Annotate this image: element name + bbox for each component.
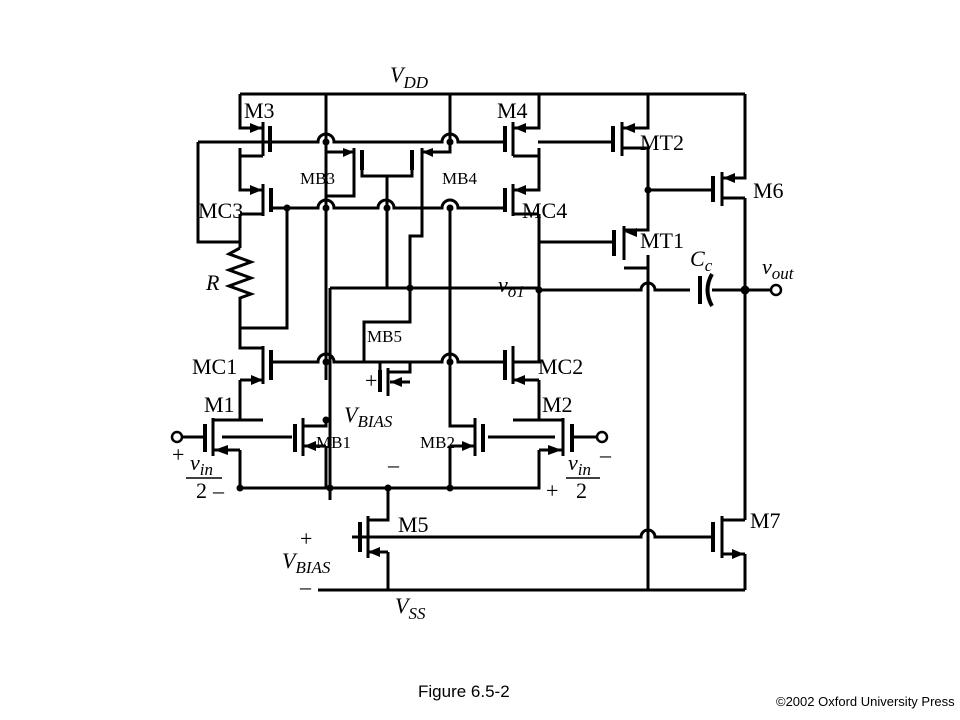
label-vbias-bottom-minus: – xyxy=(299,574,312,599)
label-vout: vout xyxy=(762,254,795,283)
vin-plus-terminal xyxy=(170,430,184,444)
label-m5: M5 xyxy=(398,512,429,537)
label-vin-right: vin xyxy=(568,450,591,479)
label-mt1: MT1 xyxy=(640,228,684,253)
label-vdd: VDD xyxy=(390,62,429,92)
label-vbias-bottom: VBIAS xyxy=(282,548,331,577)
transistor-mb1 xyxy=(293,418,326,456)
label-vss: VSS xyxy=(395,593,426,623)
label-vbias-bottom-plus: + xyxy=(300,526,312,551)
label-vbias-mid: VBIAS xyxy=(344,402,393,431)
label-mb1: MB1 xyxy=(316,433,351,452)
junction-dots xyxy=(236,138,750,492)
label-mt2: MT2 xyxy=(640,130,684,155)
label-mb3: MB3 xyxy=(300,169,335,188)
transistor-m5 xyxy=(358,516,380,558)
label-m3: M3 xyxy=(244,98,275,123)
transistor-m7 xyxy=(705,516,744,559)
transistors xyxy=(203,122,745,559)
label-mb4: MB4 xyxy=(442,169,477,188)
label-mb2: MB2 xyxy=(420,433,455,452)
transistor-mb5 xyxy=(378,362,412,396)
label-vbias-mid-minus: – xyxy=(387,452,400,477)
transistor-mc2 xyxy=(503,346,539,385)
transistor-mc3 xyxy=(240,184,273,216)
copyright-notice: ©2002 Oxford University Press xyxy=(776,694,955,709)
label-vo1: vo1 xyxy=(498,272,525,301)
transistor-m6 xyxy=(705,172,745,206)
label-m2: M2 xyxy=(542,392,573,417)
label-vin-left-minus: – xyxy=(212,478,225,503)
label-cc: Cc xyxy=(690,246,713,275)
label-vin-right-plus: + xyxy=(546,478,558,503)
vin-minus-terminal xyxy=(595,430,609,444)
transistor-mc1 xyxy=(240,346,273,385)
vout-terminal xyxy=(769,283,783,297)
label-mc1: MC1 xyxy=(192,354,237,379)
label-mc3: MC3 xyxy=(198,198,243,223)
label-m4: M4 xyxy=(497,98,528,123)
transistor-m1 xyxy=(203,418,240,456)
transistor-m4 xyxy=(503,122,539,158)
transistor-mt1 xyxy=(612,222,650,260)
figure-caption: Figure 6.5-2 xyxy=(418,682,510,701)
capacitor-cc xyxy=(698,273,714,307)
terminals xyxy=(170,283,783,444)
transistor-m2 xyxy=(539,418,574,456)
label-m1: M1 xyxy=(204,392,235,417)
transistor-mc4 xyxy=(503,184,539,216)
label-mc4: MC4 xyxy=(522,198,567,223)
label-vin-right-minus: – xyxy=(599,442,612,467)
label-vin-left-two: 2 xyxy=(196,478,207,503)
label-vin-right-two: 2 xyxy=(576,478,587,503)
transistor-mb4 xyxy=(410,148,433,180)
label-mc2: MC2 xyxy=(538,354,583,379)
label-mb5-plus: + xyxy=(365,368,377,393)
transistor-mt2 xyxy=(611,122,648,156)
transistor-mb2 xyxy=(450,418,485,456)
label-vin-left: vin xyxy=(190,450,213,479)
labels: VDD VSS M3 M4 MT2 M6 MB3 MB4 MC3 MC4 MT1… xyxy=(172,62,795,623)
transistor-m3 xyxy=(240,122,272,158)
transistor-mb3 xyxy=(343,148,364,180)
label-mb5: MB5 xyxy=(367,327,402,346)
label-m6: M6 xyxy=(753,178,784,203)
label-m7: M7 xyxy=(750,508,781,533)
label-vin-left-plus: + xyxy=(172,442,184,467)
label-r: R xyxy=(205,270,220,295)
